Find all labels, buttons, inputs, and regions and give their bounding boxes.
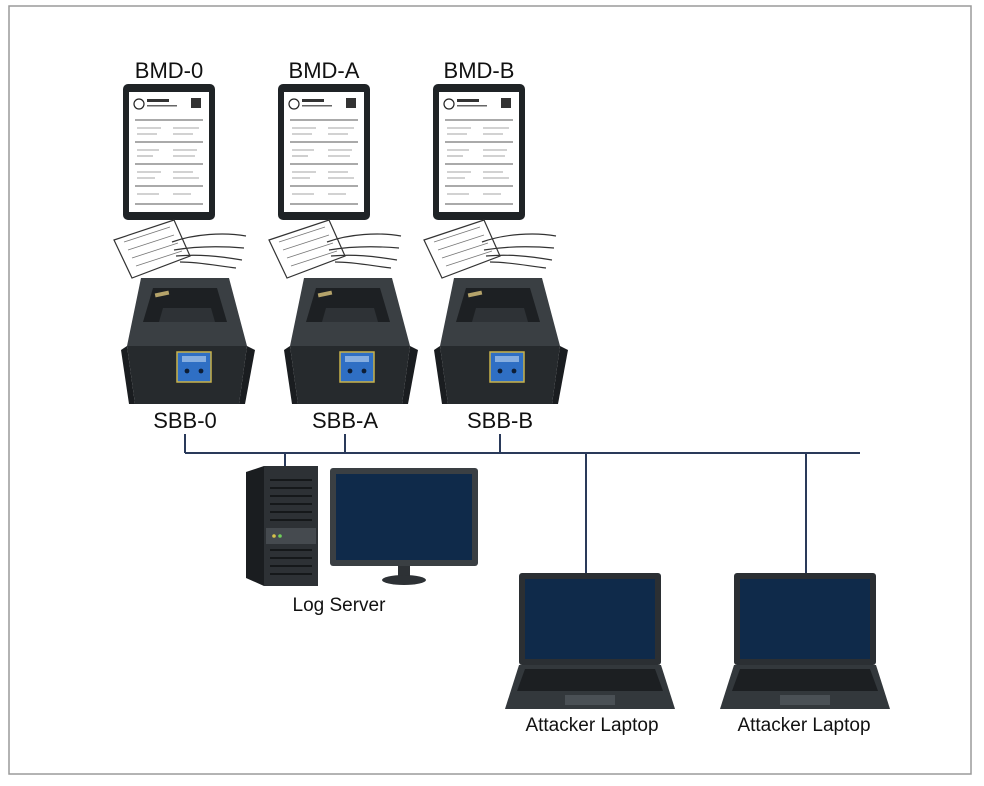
monitor-icon [330, 468, 478, 585]
bmd-b-label: BMD-B [444, 58, 515, 83]
server-tower-icon [246, 466, 318, 586]
bmd-0-label: BMD-0 [135, 58, 203, 83]
bmd-0-tablet-icon [122, 83, 216, 221]
bmd-a-tablet-icon [277, 83, 371, 221]
attacker-laptop-2-label: Attacker Laptop [737, 715, 870, 736]
sbb-a-label: SBB-A [312, 408, 378, 433]
attacker-laptop-1-label: Attacker Laptop [525, 715, 658, 736]
attacker-laptop-2-icon [720, 573, 890, 709]
sbb-0-label: SBB-0 [153, 408, 217, 433]
attacker-laptop-1-icon [505, 573, 675, 709]
log-server-label: Log Server [293, 595, 387, 616]
bmd-b-tablet-icon [432, 83, 526, 221]
bmd-a-label: BMD-A [289, 58, 360, 83]
sbb-b-label: SBB-B [467, 408, 533, 433]
network-bus [184, 434, 860, 575]
